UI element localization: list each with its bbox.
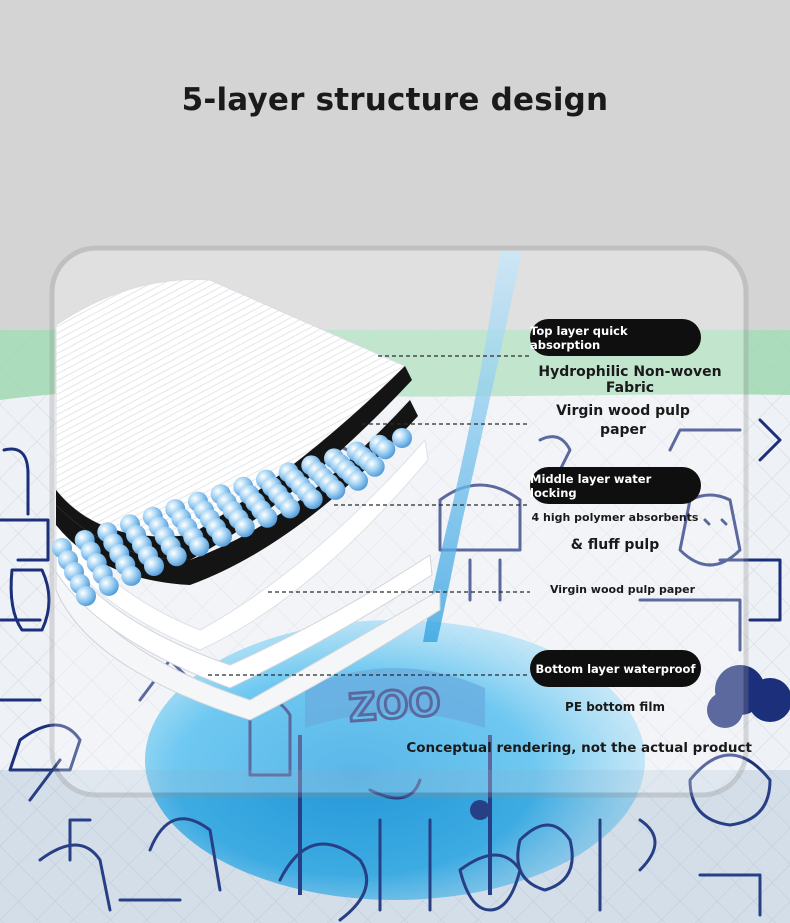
top-layer-pill: Top layer quick absorption (530, 319, 701, 356)
page-title: 5-layer structure design (181, 82, 609, 118)
polymer-bead (302, 489, 323, 510)
polymer-bead (76, 586, 96, 606)
polymer-bead (280, 498, 300, 519)
pulp-paper-1-desc: Virgin wood pulp paper (556, 403, 690, 438)
polymer-bead (392, 428, 412, 448)
svg-text:ZOO: ZOO (347, 680, 442, 730)
polymer-bead (212, 526, 232, 547)
middle-layer-desc: 4 high polymer absorbents (531, 511, 699, 524)
bottom-layer-desc: PE bottom film (565, 700, 665, 714)
polymer-bead (325, 479, 346, 500)
layer-absorbent (55, 438, 429, 651)
pattern-dot (470, 800, 490, 820)
polymer-bead (364, 456, 385, 477)
layer-bottom-film (55, 559, 441, 721)
middle-layer-pill: Middle layer water locking (530, 467, 701, 504)
bottom-shade (0, 770, 790, 923)
pulp-paper-2-desc: Virgin wood pulp paper (549, 583, 696, 596)
animal-pattern (0, 418, 782, 922)
polymer-bead (375, 439, 396, 460)
polymer-bead (144, 556, 164, 576)
polymer-bead (121, 565, 142, 586)
layer-stack (52, 279, 441, 721)
polymer-bead (189, 536, 210, 557)
disclaimer: Conceptual rendering, not the actual pro… (406, 740, 752, 756)
polymer-bead (98, 575, 119, 596)
polymer-bead (166, 546, 187, 567)
polymer-bead (234, 517, 255, 538)
middle-layer-desc-2: & fluff pulp (570, 537, 660, 553)
liquid-stream (423, 252, 522, 642)
layer-pulp-paper-2 (55, 543, 433, 689)
polymer-bead (257, 507, 278, 528)
layer-pulp-paper-1 (56, 400, 418, 585)
polymer-bead (348, 470, 368, 491)
zoo-sign: ZOO (298, 668, 492, 895)
polymer-beads (52, 428, 412, 606)
tree-icon (707, 665, 790, 728)
bottom-layer-pill: Bottom layer waterproof (530, 650, 701, 687)
top-layer-desc: Hydrophilic Non-woven Fabric (538, 364, 722, 396)
leader-lines (208, 355, 530, 676)
